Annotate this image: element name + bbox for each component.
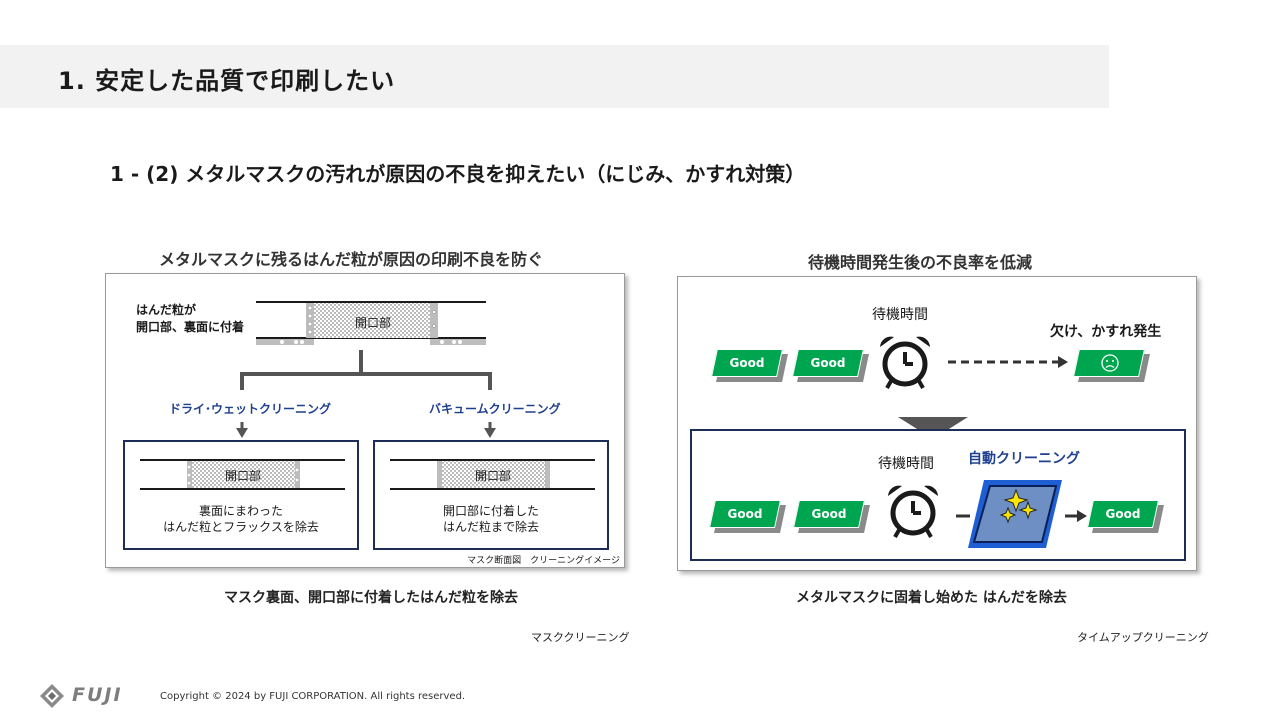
dash-segment [956, 514, 970, 518]
box1-opening-label: 開口部 [225, 469, 262, 483]
box2-cross-section [390, 459, 595, 490]
box1-cross-section [140, 459, 345, 490]
fuji-logo-icon [40, 684, 64, 708]
box2-opening-label: 開口部 [475, 469, 512, 483]
top-wait-time-label: 待機時間 [872, 307, 928, 323]
auto-cleaning-box: 待機時間 自動クリーニング Good Good [690, 429, 1186, 561]
mask-cleaning-feature-name: マスククリーニング [531, 631, 630, 644]
good-board-3-label: Good [727, 507, 763, 521]
mask-cross-section-diagram [256, 301, 486, 345]
left-panel-caption: マスク裏面、開口部に付着したはんだ粒を除去 [224, 590, 518, 606]
auto-cleaning-label: 自動クリーニング [968, 451, 1080, 467]
copyright-text: Copyright © 2024 by FUJI CORPORATION. Al… [160, 691, 466, 702]
timeup-cleaning-panel: 待機時間 欠け、かすれ発生 Good Good 待機時間 自動クリー [677, 276, 1197, 571]
dry-wet-cleaning-label: ドライ･ウェットクリーニング [169, 402, 332, 416]
good-board-2: Good [792, 349, 869, 382]
box1-text-line2: はんだ粒とフラックスを除去 [163, 520, 319, 534]
dry-wet-cleaning-box: 開口部 裏面にまわった はんだ粒とフラックスを除去 [123, 440, 359, 550]
slide-title: 1. 安定した品質で印刷したい [58, 67, 396, 95]
fuji-logo: FUJI [40, 684, 152, 714]
dashed-arrow-top [948, 356, 1068, 368]
bottom-wait-time-label: 待機時間 [878, 456, 934, 472]
timeup-cleaning-feature-name: タイムアップクリーニング [1077, 631, 1209, 644]
defect-board [1073, 349, 1150, 382]
left-panel-heading: メタルマスクに残るはんだ粒が原因の印刷不良を防ぐ [159, 250, 544, 269]
slide-subtitle: 1 - (2) メタルマスクの汚れが原因の不良を抑えたい（にじみ、かすれ対策） [110, 162, 806, 186]
sad-face-icon [1101, 354, 1119, 372]
opening-label-top: 開口部 [355, 316, 392, 330]
alarm-clock-icon-2 [888, 485, 938, 538]
right-panel-caption: メタルマスクに固着し始めた はんだを除去 [796, 590, 1067, 606]
vacuum-cleaning-box: 開口部 開口部に付着した はんだ粒まで除去 [373, 440, 609, 550]
box1-text-line1: 裏面にまわった [198, 504, 283, 518]
box2-text-line1: 開口部に付着した [442, 504, 539, 518]
good-board-1: Good [711, 349, 788, 382]
good-board-5-label: Good [1105, 507, 1141, 521]
good-board-2-label: Good [810, 356, 846, 370]
right-panel-heading: 待機時間発生後の不良率を低減 [808, 253, 1033, 272]
clean-mask-sparkle-icon [968, 480, 1062, 548]
good-board-5: Good [1087, 500, 1164, 533]
solder-note-line1: はんだ粒が [136, 303, 197, 317]
title-band: 1. 安定した品質で印刷したい [0, 45, 1109, 108]
short-arrow [1065, 510, 1087, 522]
good-board-3: Good [709, 500, 786, 533]
box2-text-line2: はんだ粒まで除去 [442, 520, 539, 534]
fuji-wordmark: FUJI [72, 684, 123, 706]
good-board-1-label: Good [729, 356, 765, 370]
diagram-image-caption: マスク断面図 クリーニングイメージ [467, 556, 620, 566]
alarm-clock-icon [880, 336, 930, 389]
good-board-4: Good [793, 500, 870, 533]
vacuum-cleaning-label: バキュームクリーニング [429, 402, 561, 416]
defect-label: 欠け、かすれ発生 [1050, 324, 1162, 340]
branch-connector [236, 350, 496, 438]
down-triangle-icon [898, 417, 968, 439]
solder-note-line2: 開口部、裏面に付着 [136, 320, 245, 334]
good-board-4-label: Good [811, 507, 847, 521]
mask-cleaning-panel: はんだ粒が 開口部、裏面に付着 開口部 [105, 273, 625, 568]
